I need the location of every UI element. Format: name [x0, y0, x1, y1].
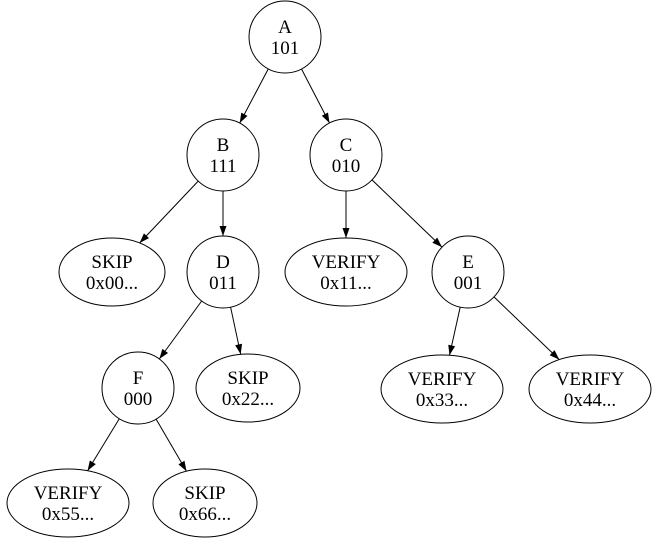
edge-F-to-verify-0x55	[87, 418, 120, 472]
edge-E-to-verify-0x33	[448, 306, 461, 356]
node-F-label-line2: 000	[124, 389, 153, 410]
node-verify-0x44-label-line1: VERIFY	[556, 369, 625, 390]
node-B-label-line1: B	[217, 135, 230, 156]
node-verify-0x33: VERIFY0x33...	[380, 354, 504, 424]
edge-A-to-C	[301, 68, 330, 124]
edge-E-to-verify-0x44	[493, 296, 560, 360]
node-F-circle	[101, 351, 175, 425]
node-verify-0x33-label-line1: VERIFY	[408, 369, 477, 390]
node-F-label-line1: F	[133, 368, 144, 389]
edge-B-to-skip-0x00	[139, 180, 199, 244]
edge-D-to-skip-0x22	[230, 307, 243, 355]
node-A-label-line1: A	[278, 17, 292, 38]
node-skip-0x66-label-line2: 0x66...	[179, 504, 231, 525]
node-verify-0x55: VERIFY0x55...	[6, 468, 130, 538]
node-skip-0x66-label-line1: SKIP	[184, 483, 225, 504]
node-verify-0x33-ellipse	[380, 354, 504, 424]
node-C-label-line2: 010	[332, 156, 361, 177]
edge-F-to-skip-0x66	[155, 418, 187, 472]
node-E-label-line2: 001	[454, 273, 483, 294]
node-skip-0x00-label-line2: 0x00...	[86, 273, 138, 294]
node-verify-0x44: VERIFY0x44...	[528, 354, 652, 424]
node-verify-0x11-label-line2: 0x11...	[320, 273, 372, 294]
node-verify-0x55-ellipse	[6, 468, 130, 538]
node-A-circle	[248, 0, 322, 74]
node-skip-0x00: SKIP0x00...	[58, 237, 166, 307]
edge-A-to-B	[239, 68, 269, 124]
node-skip-0x00-ellipse	[58, 237, 166, 307]
node-B-label-line2: 111	[209, 156, 236, 177]
node-verify-0x11-label-line1: VERIFY	[312, 252, 381, 273]
node-B-circle	[186, 118, 260, 192]
node-E-label-line1: E	[462, 252, 474, 273]
node-verify-0x44-ellipse	[528, 354, 652, 424]
node-verify-0x44-label-line2: 0x44...	[564, 390, 616, 411]
node-E-circle	[431, 235, 505, 309]
node-skip-0x22-ellipse	[195, 353, 301, 423]
node-skip-0x22-label-line1: SKIP	[227, 368, 268, 389]
node-verify-0x55-label-line2: 0x55...	[42, 504, 94, 525]
node-skip-0x22-label-line2: 0x22...	[222, 389, 274, 410]
node-verify-0x55-label-line1: VERIFY	[34, 483, 103, 504]
node-D-label-line2: 011	[209, 273, 237, 294]
node-skip-0x22: SKIP0x22...	[195, 353, 301, 423]
node-A-label-line2: 101	[271, 38, 300, 59]
node-verify-0x33-label-line2: 0x33...	[416, 390, 468, 411]
node-D-circle	[186, 235, 260, 309]
node-layer: A101B111C010SKIP0x00...D011VERIFY0x11...…	[6, 0, 652, 538]
node-skip-0x66-ellipse	[152, 468, 258, 538]
node-C-label-line1: C	[340, 135, 353, 156]
edge-layer	[87, 68, 560, 472]
node-verify-0x11-ellipse	[284, 237, 408, 307]
node-verify-0x11: VERIFY0x11...	[284, 237, 408, 307]
node-C-circle	[309, 118, 383, 192]
edge-C-to-E	[371, 179, 443, 248]
node-skip-0x00-label-line1: SKIP	[91, 252, 132, 273]
node-skip-0x66: SKIP0x66...	[152, 468, 258, 538]
node-D-label-line1: D	[216, 252, 230, 273]
edge-D-to-F	[158, 300, 203, 360]
